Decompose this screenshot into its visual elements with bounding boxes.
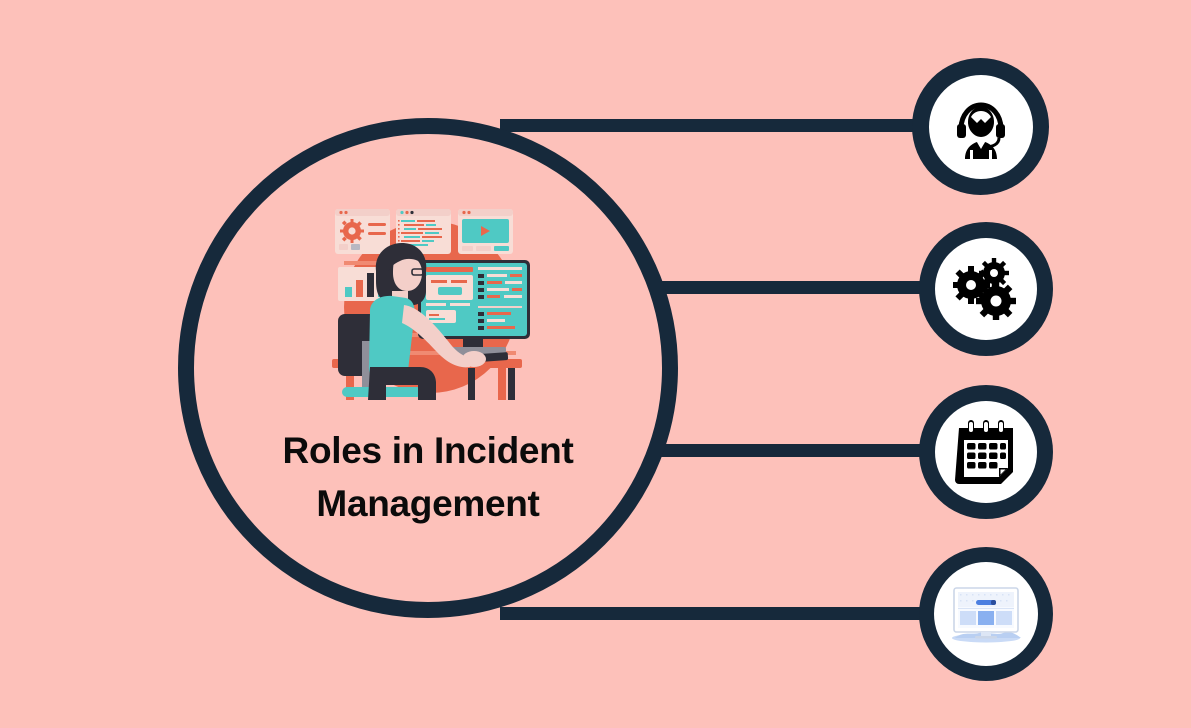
node-gears[interactable] <box>919 222 1053 356</box>
connector-line-1 <box>500 119 940 132</box>
node-support-agent-disc <box>928 74 1033 179</box>
woman-at-desk-illustration <box>332 209 530 401</box>
node-support-agent[interactable] <box>912 58 1049 195</box>
node-gears-disc <box>935 238 1037 340</box>
connector-line-3 <box>660 444 950 457</box>
central-hub-circle[interactable]: Roles in Incident Management <box>178 118 678 618</box>
hub-content: Roles in Incident Management <box>194 134 662 602</box>
desk-monitor <box>418 260 530 356</box>
node-monitor-disc <box>934 562 1038 666</box>
panel-code-card <box>396 209 451 255</box>
gears-cogs-icon <box>953 258 1016 320</box>
node-monitor[interactable] <box>919 547 1053 681</box>
desktop-monitor-icon <box>952 587 1021 643</box>
calendar-icon <box>955 420 1013 484</box>
node-calendar-disc <box>935 401 1037 503</box>
person-figure <box>368 243 486 401</box>
headset-support-agent-icon <box>956 101 1005 159</box>
connector-line-4 <box>500 607 940 620</box>
connector-line-2 <box>660 281 950 294</box>
panel-gear-card <box>335 209 390 255</box>
page-title: Roles in Incident Management <box>263 425 593 530</box>
panel-video-card <box>458 209 513 255</box>
page-title-line-2: Management <box>316 483 540 524</box>
node-calendar[interactable] <box>919 385 1053 519</box>
page-title-line-1: Roles in Incident <box>282 430 574 472</box>
